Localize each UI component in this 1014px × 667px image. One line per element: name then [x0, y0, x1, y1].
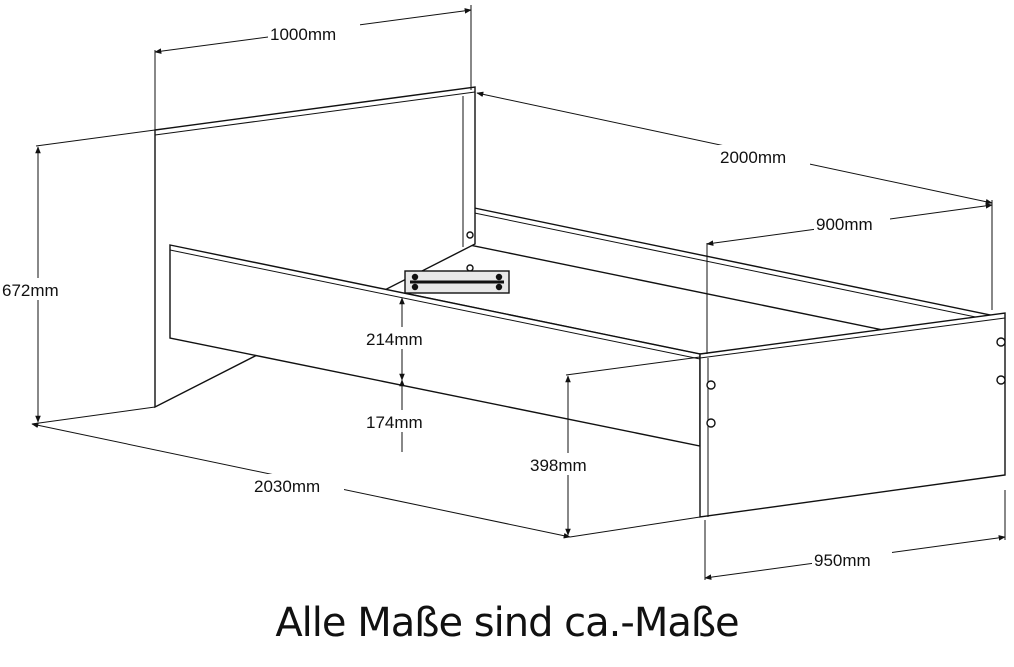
dim-clearance-height: 174mm: [366, 413, 423, 432]
dim-side-rail-height: 214mm: [366, 330, 423, 349]
bolt-hole-icon: [466, 231, 474, 239]
center-bracket-icon: [404, 270, 701, 355]
bolt-hole-icon: [706, 380, 716, 390]
dimension-labels: 1000mm 2000mm 900mm 672mm 214mm 174mm 39…: [0, 22, 892, 570]
measurements-note: Alle Maße sind ca.-Maße: [275, 600, 739, 646]
dim-inner-width: 900mm: [816, 215, 873, 234]
bolt-hole-icon: [996, 337, 1006, 347]
bolt-hole-icon: [996, 375, 1006, 385]
bolt-hole-icon: [706, 418, 716, 428]
dim-total-length: 2030mm: [254, 477, 320, 496]
bolt-hole-icon: [466, 264, 474, 272]
dim-footboard-height: 398mm: [530, 456, 587, 475]
dim-headboard-height: 672mm: [2, 281, 59, 300]
dim-headboard-width: 1000mm: [270, 25, 336, 44]
dim-frame-length: 2000mm: [720, 148, 786, 167]
dim-total-width: 950mm: [814, 551, 871, 570]
footboard: [699, 312, 1006, 518]
bed-drawing: [154, 86, 1006, 518]
